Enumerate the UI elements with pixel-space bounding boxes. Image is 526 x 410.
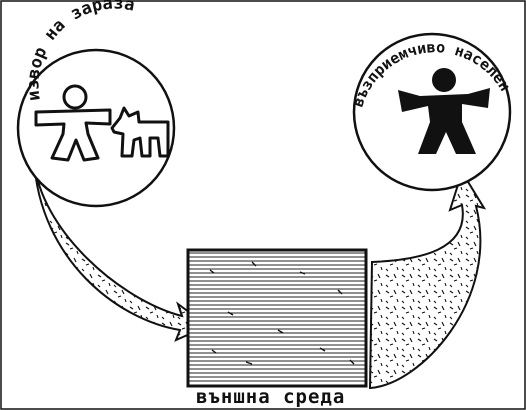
environment-label: външна среда — [196, 386, 345, 408]
environment-box — [188, 250, 366, 386]
arrow-environment-to-recipient — [370, 172, 484, 388]
